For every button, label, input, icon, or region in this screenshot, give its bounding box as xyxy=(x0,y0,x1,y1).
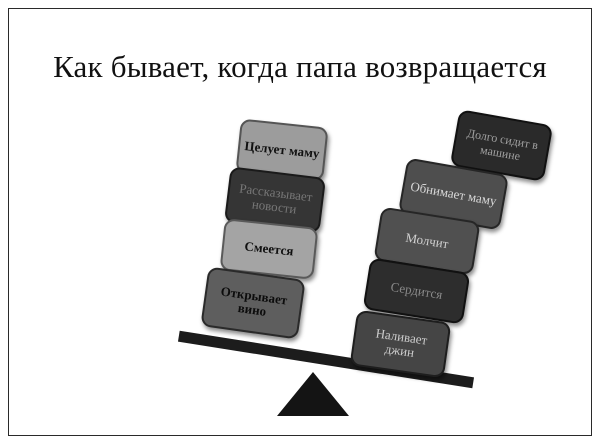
scale-fulcrum xyxy=(277,372,349,416)
scale-diagram: Целует маму Рассказывает новости Смеется… xyxy=(9,9,591,435)
left-block-opens-wine: Открывает вино xyxy=(200,266,306,340)
slide-title: Как бывает, когда папа возвращается xyxy=(53,49,547,84)
slide: Как бывает, когда папа возвращается Целу… xyxy=(8,8,592,436)
